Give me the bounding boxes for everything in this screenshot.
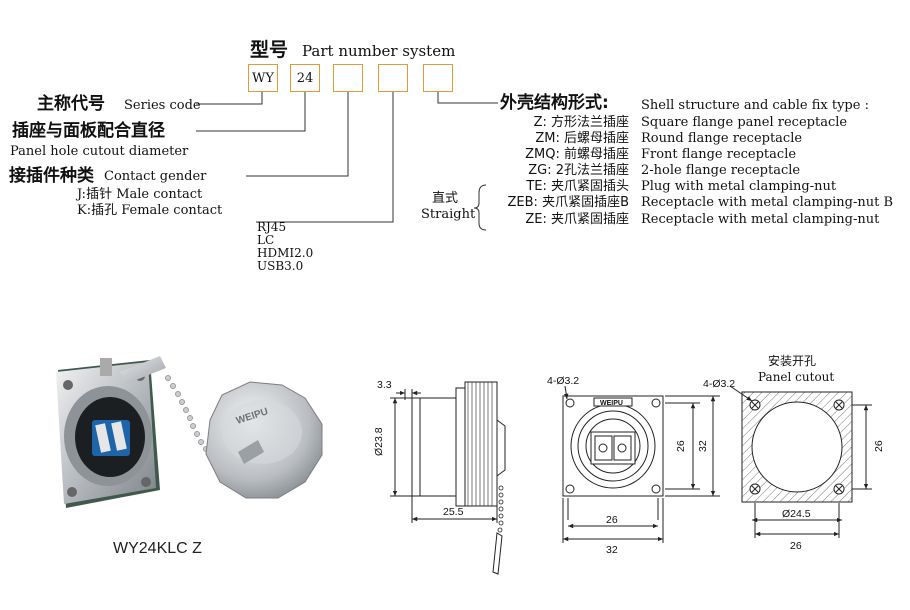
shell-desc-zeb: Receptacle with metal clamping-nut B <box>641 195 894 210</box>
cutout-title-cn: 安装开孔 <box>768 354 817 368</box>
cutout-en: Panel hole cutout diameter <box>10 144 189 159</box>
shell-desc-zm: Round flange receptacle <box>641 131 803 146</box>
front-inner-h: 26 <box>675 440 687 452</box>
gender-female: K:插孔 Female contact <box>77 203 223 218</box>
front-outer-h: 32 <box>697 440 709 452</box>
cutout-title-en: Panel cutout <box>758 370 835 384</box>
shell-code-zg: ZG: 2孔法兰插座 <box>528 163 629 178</box>
front-holes-label: 4-Ø3.2 <box>547 375 579 387</box>
gender-en: Contact gender <box>104 169 207 184</box>
shell-code-zmq: ZMQ: 前螺母插座 <box>525 147 629 162</box>
gender-cn: 接插件种类 <box>9 166 94 186</box>
dust-cap-photo <box>205 381 323 499</box>
straight-cn: 直式 <box>432 191 459 206</box>
cutout-cn: 插座与面板配合直径 <box>12 121 165 141</box>
shell-en: Shell structure and cable fix type : <box>641 98 869 113</box>
code-box-shell <box>423 64 453 92</box>
shell-code-zm: ZM: 后螺母插座 <box>535 131 629 146</box>
dim-body-dia: Ø23.8 <box>373 427 385 456</box>
shell-desc-z: Square flange panel receptacle <box>641 115 848 130</box>
side-view <box>390 381 506 575</box>
cutout-dia: Ø24.5 <box>782 508 811 520</box>
contact-type-hdmi: HDMI2.0 <box>257 246 314 260</box>
cutout-holes-label: 4-Ø3.2 <box>703 378 735 390</box>
shell-code-ze: ZE: 夹爪紧固插座 <box>525 212 629 227</box>
code-box-series: WY <box>248 64 278 92</box>
code-box-gender <box>333 64 363 92</box>
shell-desc-zg: 2-hole flange receptacle <box>641 163 801 178</box>
front-inner-w: 26 <box>606 514 618 526</box>
header-cn: 型号 <box>250 39 289 61</box>
shell-code-te: TE: 夹爪紧固插头 <box>526 179 629 194</box>
code-box-contact <box>378 64 408 92</box>
cutout-h: 26 <box>873 440 885 452</box>
code-box-cutout: 24 <box>290 64 320 92</box>
front-view <box>562 385 720 543</box>
straight-en: Straight <box>421 207 476 222</box>
front-outer-w: 32 <box>606 544 618 556</box>
receptacle-photo <box>56 356 166 508</box>
gender-male: J:插针 Male contact <box>77 187 203 202</box>
shell-cn: 外壳结构形式: <box>500 93 609 113</box>
cutout-w: 26 <box>790 540 802 552</box>
dim-length: 25.5 <box>443 506 464 518</box>
contact-type-rj45: RJ45 <box>257 220 287 234</box>
shell-code-zeb: ZEB: 夹爪紧固插座B <box>507 195 629 210</box>
series-code-en: Series code <box>124 98 201 113</box>
front-brand: WEIPU <box>600 400 623 407</box>
header-en: Part number system <box>302 42 456 60</box>
product-label: WY24KLC Z <box>113 540 202 557</box>
shell-desc-te: Plug with metal clamping-nut <box>641 179 837 194</box>
dim-flange-thickness: 3.3 <box>377 379 392 391</box>
shell-code-z: Z: 方形法兰插座 <box>533 115 629 130</box>
panel-cutout <box>729 385 872 538</box>
contact-type-usb: USB3.0 <box>257 259 304 273</box>
shell-desc-zmq: Front flange receptacle <box>641 147 797 162</box>
contact-type-lc: LC <box>257 233 275 247</box>
series-code-cn: 主称代号 <box>37 94 105 114</box>
shell-desc-ze: Receptacle with metal clamping-nut <box>641 212 880 227</box>
